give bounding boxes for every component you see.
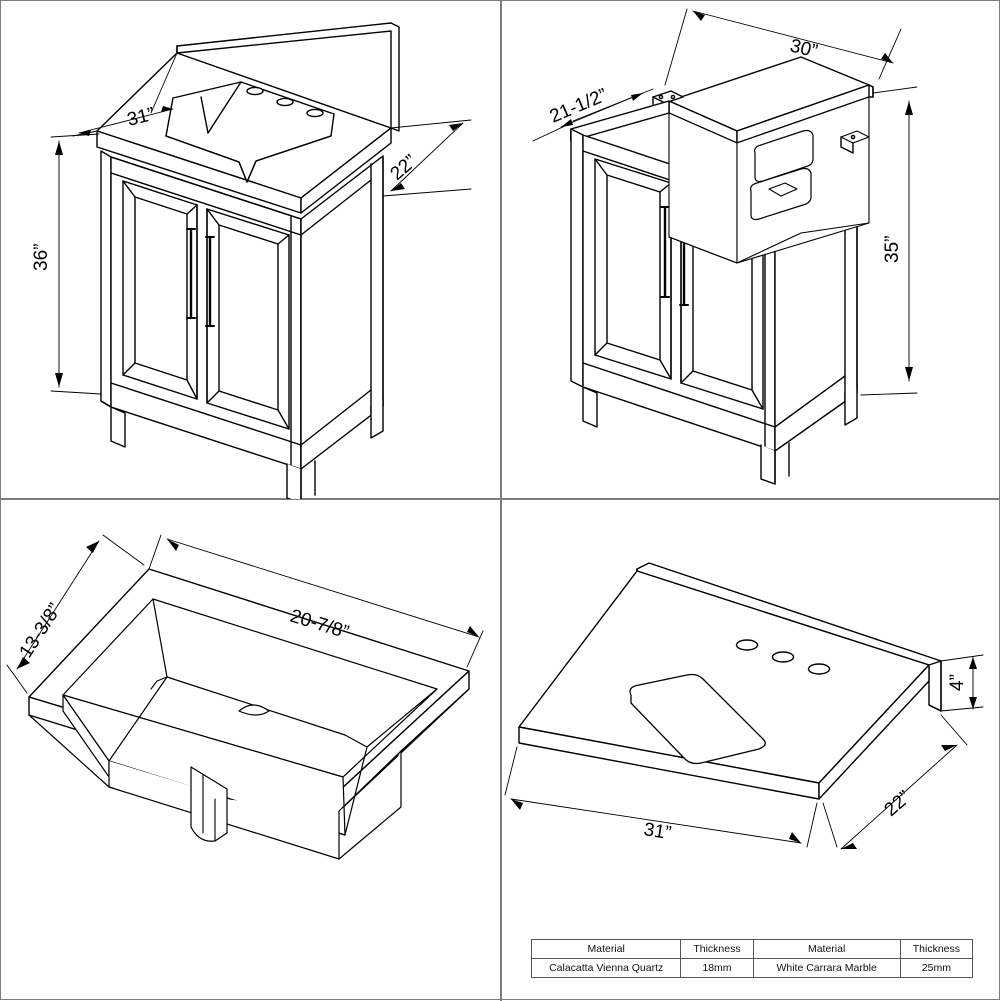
cell-material-1: Calacatta Vienna Quartz: [530, 958, 682, 978]
material-spec-table: Material Thickness Material Thickness Ca…: [530, 939, 974, 978]
dim-label-30in: 30”: [788, 35, 820, 62]
header-thickness-2: Thickness: [899, 939, 974, 959]
view-sink-basin: 20-7/8” 13-3/8”: [1, 499, 501, 1001]
dim-label-36in: 36”: [31, 244, 52, 271]
view-countertop: 31” 22” 4”: [501, 499, 1000, 1001]
dim-label-4in: 4”: [947, 674, 968, 691]
quadrant-divider-horizontal: [1, 498, 1000, 500]
cell-thickness-1: 18mm: [680, 958, 754, 978]
cell-thickness-2: 25mm: [899, 958, 974, 978]
cell-material-2: White Carrara Marble: [752, 958, 901, 978]
view-vanity-assembled: 31” 22” 36”: [1, 1, 501, 499]
header-material-1: Material: [530, 939, 682, 959]
header-thickness-1: Thickness: [680, 939, 754, 959]
quadrant-divider-vertical: [500, 1, 502, 1001]
dim-label-22in-counter: 22”: [881, 787, 916, 821]
table-header-row: Material Thickness Material Thickness: [530, 939, 974, 959]
dim-label-13-3-8: 13-3/8”: [16, 600, 66, 662]
dim-label-35in: 35”: [882, 236, 903, 263]
table-row: Calacatta Vienna Quartz 18mm White Carra…: [530, 958, 974, 978]
dim-label-31in-counter: 31”: [642, 819, 672, 844]
view-cabinet-base: 21-1/2” 30” 35”: [501, 1, 1000, 499]
header-material-2: Material: [752, 939, 901, 959]
dim-label-22in: 22”: [387, 151, 422, 185]
